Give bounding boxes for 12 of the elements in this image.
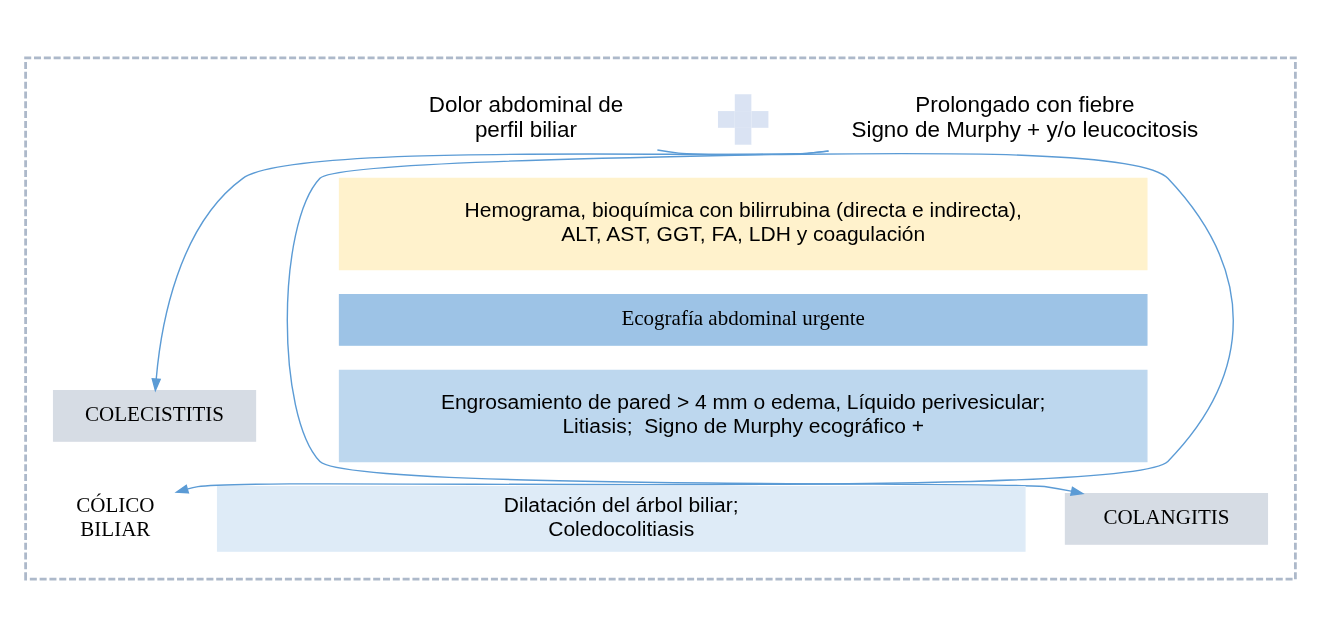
node-box: Hemograma, bioquímica con bilirrubina (directa e indirecta), ALT, AST, GGT, FA, LDH y coagulación <box>338 177 1148 271</box>
node-text: Dolor abdominal de perfil biliar <box>428 92 624 143</box>
node-box: Engrosamiento de pared > 4 mm o edema, Líquido perivesicular; Litiasis; Signo de Murphy ecográfico + <box>338 369 1148 463</box>
node-box: Ecografía abdominal urgente <box>338 293 1148 346</box>
node-box: COLANGITIS <box>1064 493 1269 545</box>
node-box: Dilatación del árbol biliar; Coledocolitiasis <box>216 486 1026 552</box>
node-text: CÓLICO BILIAR <box>76 492 155 541</box>
node-box: COLECISTITIS <box>52 390 257 442</box>
cluster <box>24 56 1297 581</box>
arrow <box>174 149 1234 494</box>
arrow <box>286 150 1085 496</box>
node-text: Prolongado con fiebre Signo de Murphy + y/o leucocitosis <box>851 92 1199 143</box>
